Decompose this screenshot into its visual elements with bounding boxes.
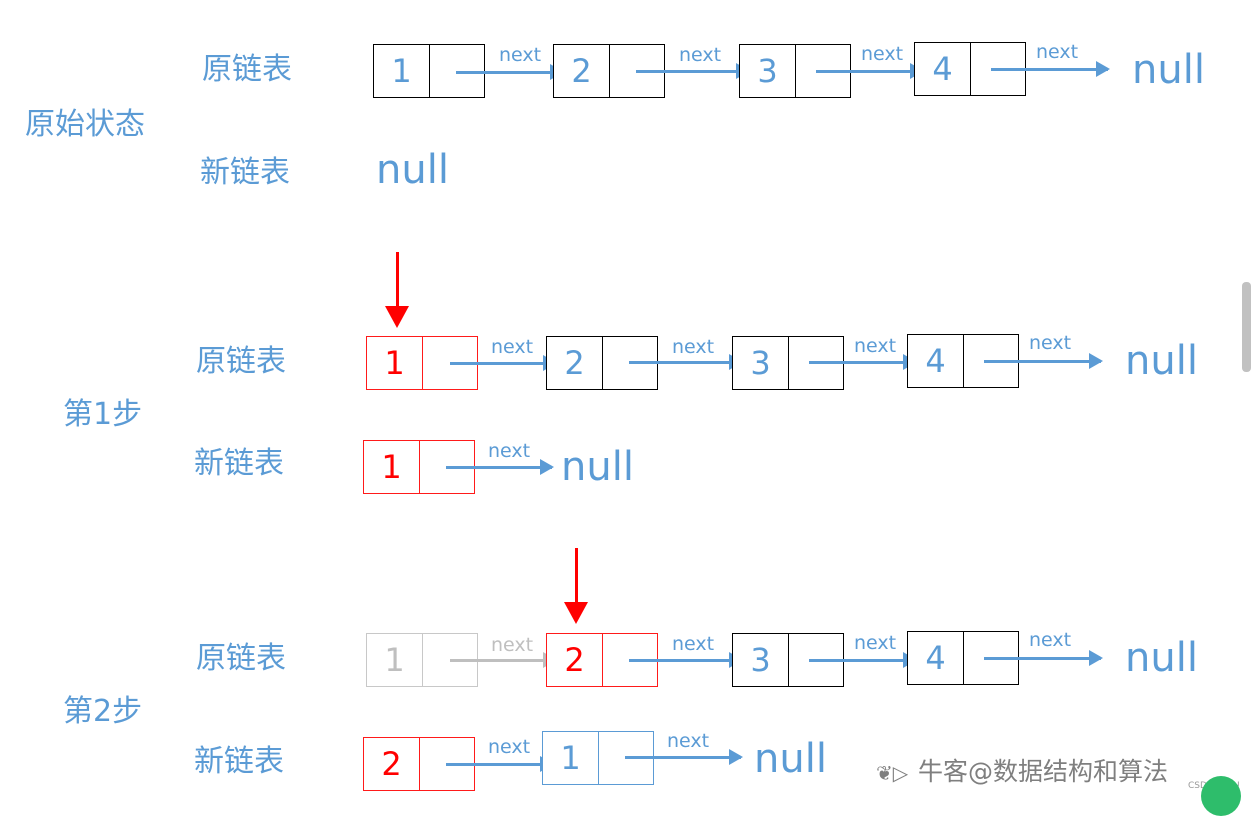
next-label: next — [1029, 332, 1072, 354]
node-value: 4 — [908, 335, 964, 387]
next-arrow — [625, 749, 743, 765]
null-terminator: null — [376, 147, 449, 193]
next-arrow — [984, 650, 1103, 666]
next-arrow — [991, 61, 1110, 77]
node-value: 2 — [554, 45, 610, 97]
node-value: 3 — [733, 634, 789, 686]
next-arrow — [629, 354, 743, 370]
node-value: 4 — [915, 43, 971, 95]
next-label: next — [854, 335, 897, 357]
null-terminator: null — [1125, 635, 1198, 681]
row-label-new-list: 新链表 — [194, 744, 284, 779]
node-value: 1 — [543, 732, 599, 784]
row-label-original-list: 原链表 — [202, 52, 292, 87]
list-node: 3 — [739, 44, 851, 98]
scrollbar-thumb[interactable] — [1242, 282, 1251, 372]
list-node: 2 — [546, 336, 658, 390]
next-label: next — [488, 440, 531, 462]
next-label: next — [672, 633, 715, 655]
node-value: 2 — [547, 634, 603, 686]
next-arrow — [636, 63, 750, 79]
next-label: next — [679, 44, 722, 66]
next-arrow — [456, 64, 564, 80]
watermark-text: 牛客@数据结构和算法 — [918, 757, 1169, 786]
null-terminator: null — [754, 736, 827, 782]
node-value: 2 — [364, 738, 420, 790]
node-value: 3 — [740, 45, 796, 97]
next-arrow — [809, 354, 917, 370]
section-label-step-2: 第2步 — [63, 694, 143, 729]
null-terminator: null — [1125, 338, 1198, 384]
row-label-new-list: 新链表 — [194, 446, 284, 481]
next-label: next — [491, 336, 534, 358]
list-node-current: 2 — [546, 633, 658, 687]
node-value: 1 — [367, 337, 423, 389]
next-arrow — [816, 63, 924, 79]
next-label: next — [488, 736, 531, 758]
node-value: 1 — [374, 45, 430, 97]
next-label: next — [667, 730, 710, 752]
node-value: 1 — [364, 441, 420, 493]
null-terminator: null — [1132, 47, 1205, 93]
next-label: next — [861, 43, 904, 65]
next-arrow — [450, 355, 557, 371]
next-arrow-faded — [450, 652, 557, 668]
node-value: 1 — [367, 634, 423, 686]
next-arrow — [446, 459, 554, 475]
list-node-moved: 1 — [363, 440, 475, 494]
section-label-initial: 原始状态 — [25, 107, 145, 142]
node-value: 2 — [547, 337, 603, 389]
section-label-step-1: 第1步 — [63, 397, 143, 432]
current-pointer-arrow — [564, 548, 588, 624]
row-label-new-list: 新链表 — [200, 155, 290, 190]
next-label-faded: next — [491, 634, 534, 656]
floating-action-icon[interactable] — [1201, 776, 1241, 816]
next-label: next — [672, 336, 715, 358]
list-node: 3 — [732, 336, 844, 390]
row-label-original-list: 原链表 — [196, 344, 286, 379]
watermark-logo-icon: ❦▷ — [876, 761, 909, 785]
node-value: 3 — [733, 337, 789, 389]
next-label: next — [1029, 629, 1072, 651]
next-label: next — [499, 44, 542, 66]
next-arrow — [809, 652, 917, 668]
next-arrow — [629, 652, 743, 668]
next-label: next — [854, 632, 897, 654]
next-label: next — [1036, 41, 1079, 63]
node-value: 4 — [908, 632, 964, 684]
next-arrow — [446, 756, 554, 772]
next-arrow — [984, 353, 1103, 369]
row-label-original-list: 原链表 — [196, 641, 286, 676]
null-terminator: null — [561, 444, 634, 490]
current-pointer-arrow — [385, 252, 409, 328]
